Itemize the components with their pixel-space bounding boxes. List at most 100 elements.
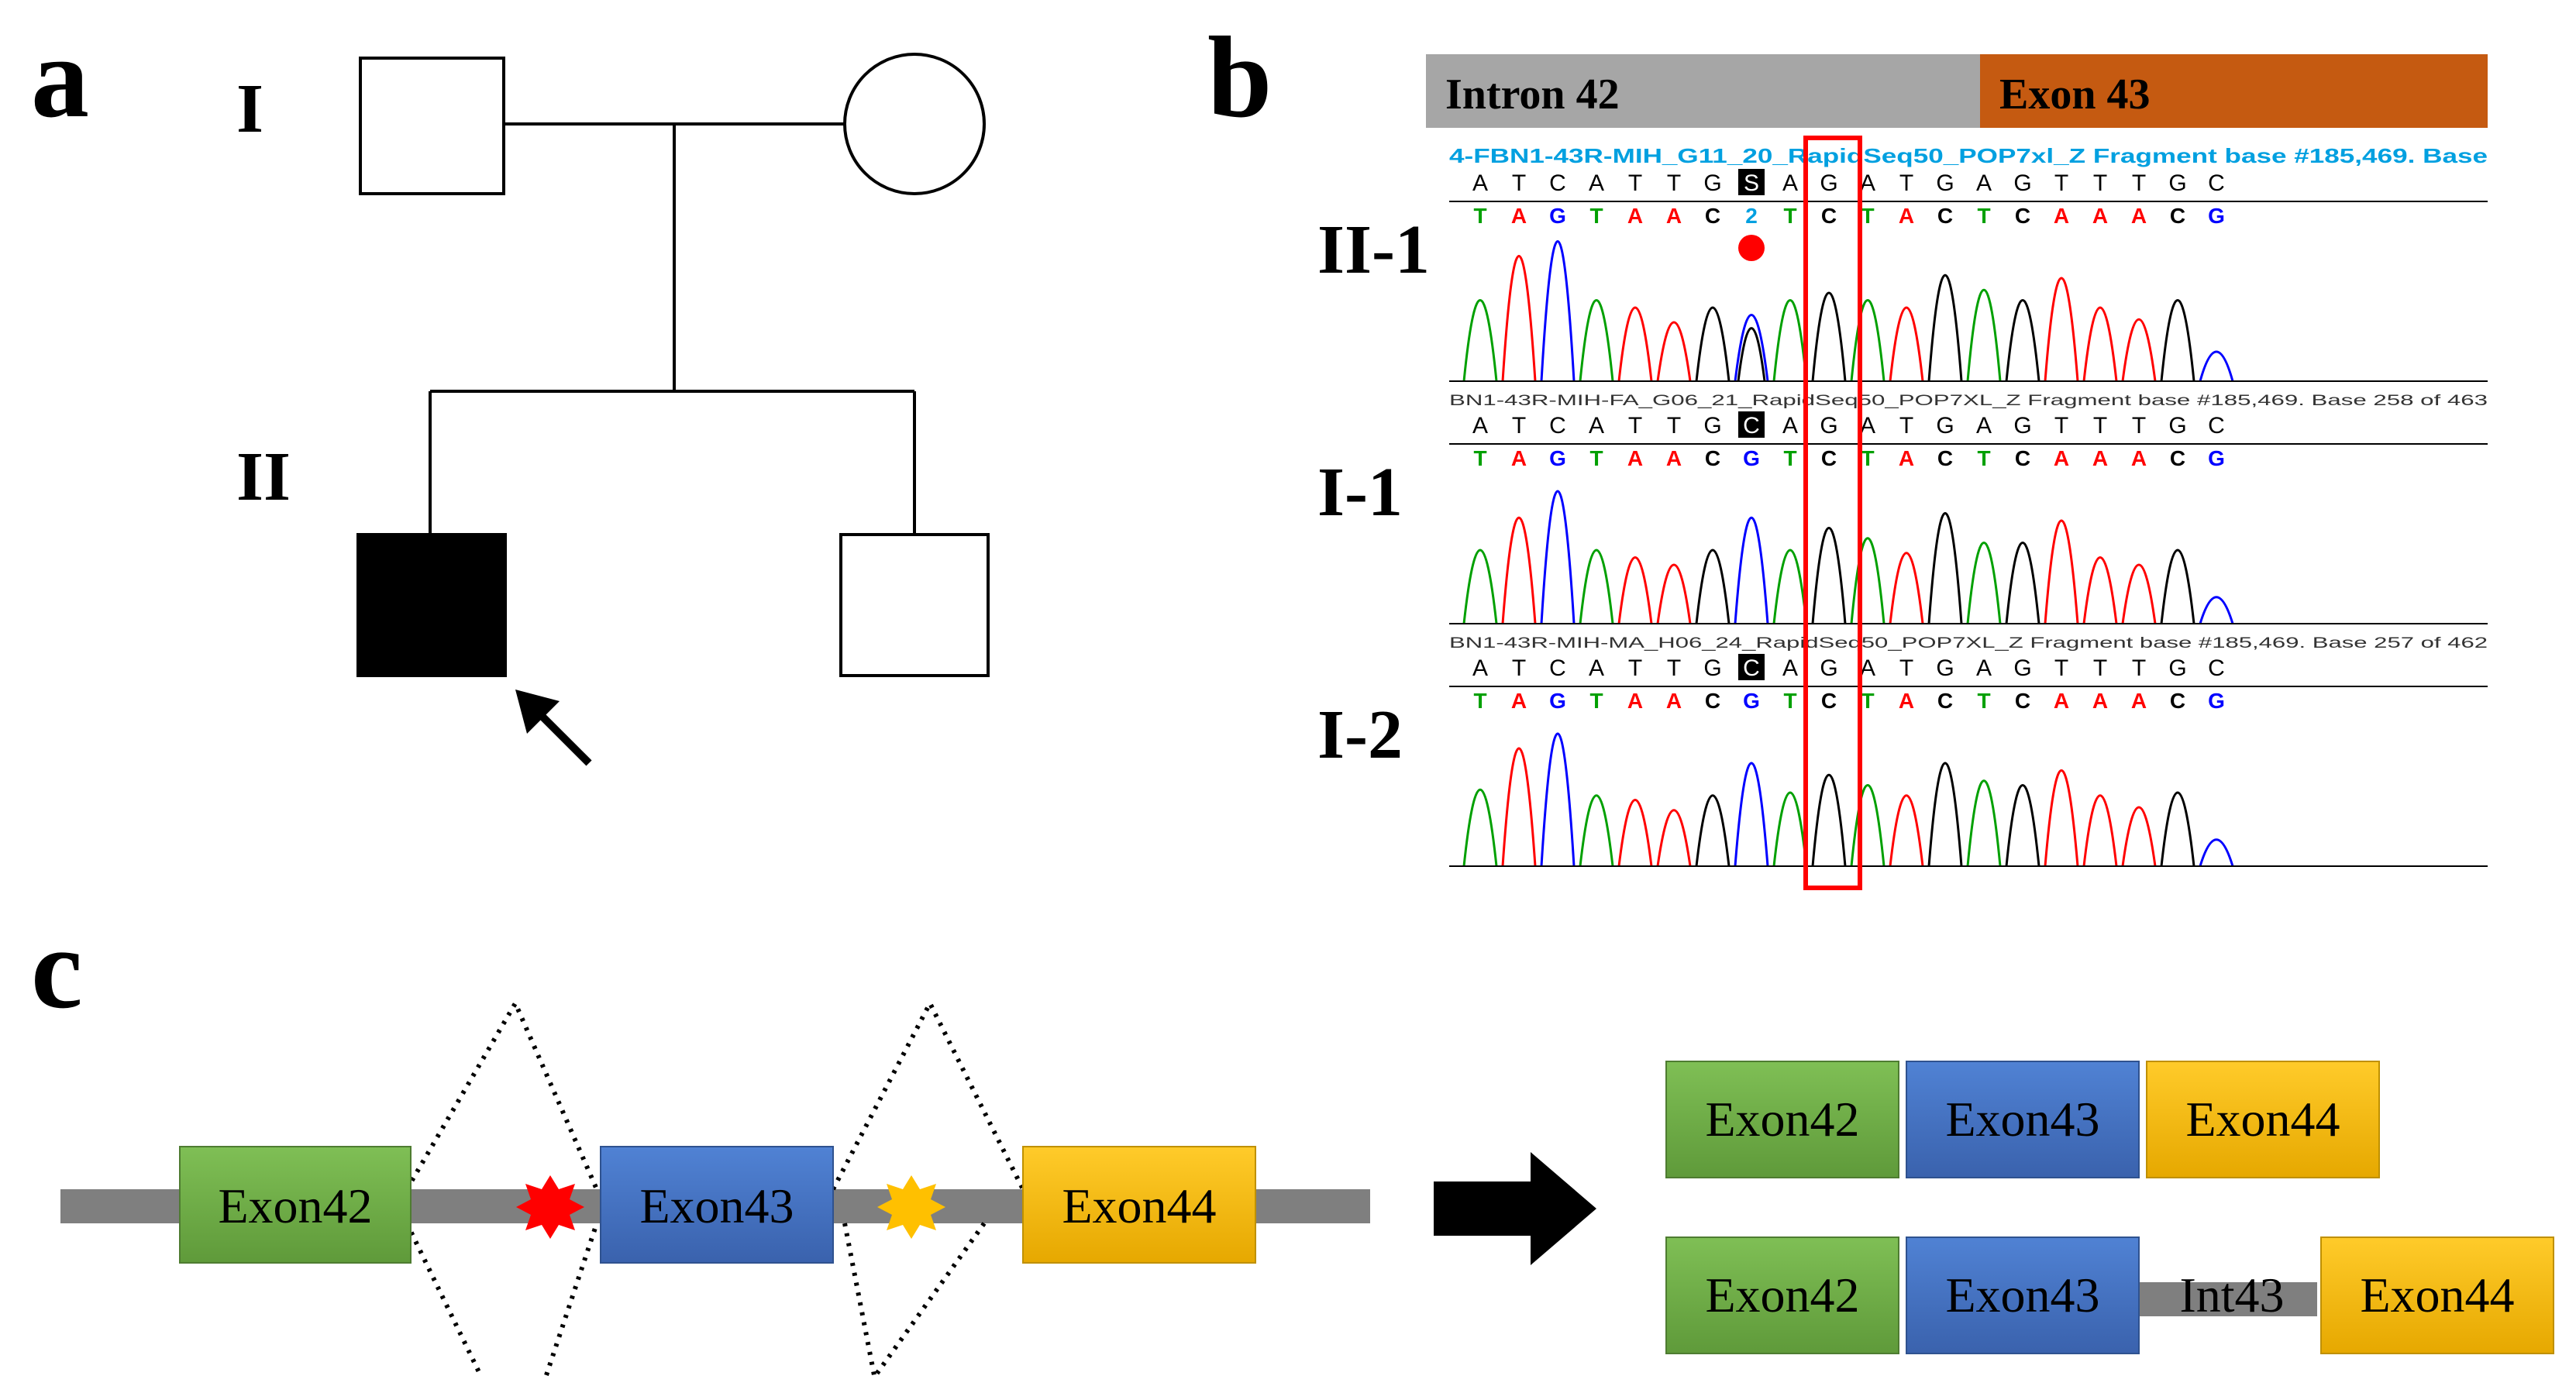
trace-peak: [1656, 809, 1692, 867]
base-call: G: [2013, 655, 2031, 681]
normal-exon43-box: [1906, 1061, 2140, 1178]
trace-peak: [1889, 552, 1924, 624]
base-call: C: [1549, 413, 1566, 439]
trace-peak: [1540, 732, 1576, 867]
exon42-box: [179, 1146, 412, 1264]
track-label: II-1: [1317, 212, 1430, 288]
trace-peak: [1656, 321, 1692, 382]
quality-glyph: A: [2092, 446, 2108, 470]
base-call: G: [1703, 170, 1721, 196]
quality-glyph: C: [1937, 446, 1953, 470]
trace-peak: [1617, 306, 1653, 382]
base-call: T: [2132, 655, 2146, 681]
normal-exon43-label: Exon43: [1945, 1092, 2099, 1147]
sequencing-traces: II-1 4-FBN1-43R-MIH_G11_20_RapidSeq50_POP…: [1317, 144, 2488, 867]
quality-glyph: T: [1977, 204, 1990, 228]
father-square: [359, 57, 505, 195]
quality-glyph: A: [1511, 446, 1527, 470]
base-call: G: [1703, 655, 1721, 681]
base-call: C: [1549, 655, 1566, 681]
quality-glyph: G: [1549, 204, 1566, 228]
trace-peak: [2044, 519, 2079, 624]
quality-glyph: C: [2015, 446, 2030, 470]
base-call: T: [1512, 170, 1526, 196]
aberrant-exon44-label: Exon44: [2360, 1267, 2514, 1322]
quality-glyph: C: [2170, 204, 2185, 228]
quality-glyph: T: [1977, 689, 1990, 713]
trace-peak: [1462, 549, 1498, 624]
base-call: A: [1589, 413, 1604, 439]
base-call: T: [2093, 170, 2107, 196]
trace-peak: [1772, 299, 1808, 382]
base-call: S: [1744, 170, 1759, 196]
base-call: T: [2132, 413, 2146, 439]
base-call: C: [1743, 655, 1760, 681]
trace-peak: [2044, 769, 2079, 867]
quality-glyph: A: [1899, 689, 1914, 713]
exon42-label: Exon42: [218, 1178, 372, 1233]
trace-peak: [1656, 563, 1692, 624]
trace-peak: [2160, 549, 2195, 624]
variant-highlight-box: [1803, 136, 1862, 890]
quality-glyph: C: [2015, 204, 2030, 228]
aberrant-exon43-label: Exon43: [1945, 1267, 2099, 1322]
aberrant-product: Exon42 Exon43 Int43 Exon44: [1665, 1237, 2554, 1354]
quality-glyph: C: [1937, 204, 1953, 228]
trace-peak: [1540, 490, 1576, 624]
sibling-square: [839, 533, 990, 677]
trace-peak: [2082, 556, 2118, 624]
track-header: 4-FBN1-43R-MIH_G11_20_RapidSeq50_POP7xl_…: [1449, 144, 2488, 167]
quality-glyph: A: [2092, 204, 2108, 228]
trace-peak: [1695, 794, 1731, 867]
base-call: C: [2208, 413, 2225, 439]
base-call: G: [2168, 655, 2186, 681]
generation-label-2: II: [236, 439, 291, 515]
variant-star-red-icon: [516, 1175, 584, 1239]
quality-glyph: G: [1743, 689, 1760, 713]
base-call: T: [1899, 655, 1913, 681]
trace-peak: [1734, 314, 1769, 382]
base-call: A: [1976, 413, 1992, 439]
trace-peak: [1579, 299, 1614, 382]
quality-glyph: T: [1783, 689, 1796, 713]
quality-glyph: A: [1666, 446, 1682, 470]
quality-glyph: G: [2208, 689, 2225, 713]
track-label: I-1: [1317, 454, 1403, 531]
base-call: A: [1472, 413, 1488, 439]
quality-glyph: T: [1589, 446, 1603, 470]
quality-glyph: T: [1473, 446, 1486, 470]
base-call: G: [1703, 413, 1721, 439]
variant-dot-icon: [1738, 235, 1765, 261]
trace-peak: [1617, 799, 1653, 867]
trace-peak: [1734, 516, 1769, 624]
aberrant-exon42-box: [1665, 1237, 1899, 1354]
base-call: T: [1899, 413, 1913, 439]
quality-glyph: G: [1549, 689, 1566, 713]
intron43-label: Int43: [2179, 1267, 2284, 1322]
highlighted-base-cell: [1738, 654, 1765, 680]
pedigree-chart: [356, 53, 990, 677]
base-call: G: [2168, 413, 2186, 439]
trace-peak: [1501, 747, 1537, 867]
quality-glyph: T: [1783, 446, 1796, 470]
base-call: A: [1782, 413, 1798, 439]
seq-track-ii-1: II-1 4-FBN1-43R-MIH_G11_20_RapidSeq50_POP…: [1317, 144, 2488, 382]
base-call: T: [2054, 170, 2068, 196]
trace-peak-secondary: [1737, 327, 1766, 382]
base-call: C: [2208, 170, 2225, 196]
base-call: G: [1820, 655, 1837, 681]
trace-peak: [1850, 537, 1886, 624]
trace-peak: [2121, 318, 2157, 382]
trace-peak: [1927, 512, 1963, 624]
trace-peak: [2199, 838, 2234, 867]
base-call: A: [1782, 170, 1798, 196]
track-header: BN1-43R-MIH-FA_G06_21_RapidSeq50_POP7XL_…: [1449, 393, 2488, 409]
quality-glyph: C: [1821, 689, 1837, 713]
trace-peak: [1811, 527, 1847, 624]
base-call: T: [2093, 655, 2107, 681]
trace-peak: [1695, 306, 1731, 382]
quality-glyph: A: [2054, 689, 2069, 713]
exon-bar: [1980, 54, 2488, 128]
base-call: G: [2013, 413, 2031, 439]
quality-glyph: C: [1937, 689, 1953, 713]
